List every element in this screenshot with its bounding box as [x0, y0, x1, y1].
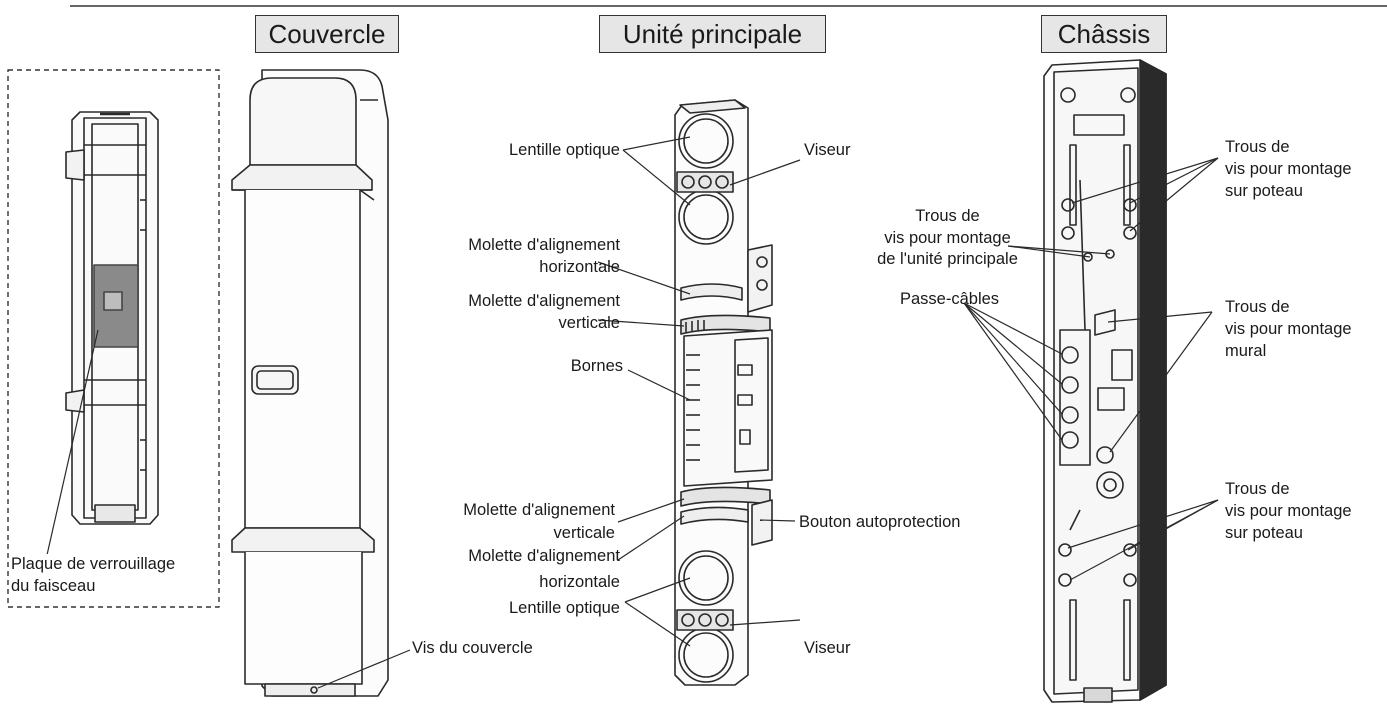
- beam-plate-inset: [7, 69, 220, 608]
- label-beam-plate-1: Plaque de verrouillage: [11, 554, 176, 575]
- label-pole-holes-bottom-3: sur poteau: [1225, 524, 1303, 542]
- label-viewfinder-bottom: Viseur: [804, 639, 851, 657]
- chassis-device: [963, 59, 1219, 703]
- label-main-unit-holes-1: Trous de: [915, 207, 980, 225]
- main-unit-leaders: [597, 136, 801, 647]
- cover-title: Couvercle: [255, 15, 399, 53]
- label-h-align-top-1: Molette d'alignement: [468, 236, 620, 254]
- label-h-align-bottom-2: horizontale: [539, 573, 620, 591]
- leader-cover-screw: [317, 649, 411, 689]
- label-main-unit-holes-2: vis pour montage: [884, 229, 1011, 247]
- bottom-lens-1: [678, 550, 734, 606]
- label-optical-lens-bottom: Lentille optique: [508, 599, 620, 617]
- label-terminals: Bornes: [570, 357, 623, 375]
- label-viewfinder-top: Viseur: [804, 141, 851, 159]
- chassis-title: Châssis: [1041, 15, 1167, 53]
- main-unit-title: Unité principale: [599, 15, 826, 53]
- cover-window: [251, 365, 299, 395]
- main-unit-device: [597, 99, 801, 686]
- label-optical-lens-top: Lentille optique: [508, 141, 620, 159]
- label-pole-holes-bottom-2: vis pour montage: [1225, 502, 1352, 520]
- cover-screw: [310, 686, 318, 694]
- top-lens-1: [678, 113, 734, 169]
- label-wall-holes-3: mural: [1225, 342, 1267, 360]
- label-pole-holes-top-3: sur poteau: [1225, 182, 1303, 200]
- label-beam-plate-2: du faisceau: [11, 577, 96, 595]
- label-h-align-bottom-1: Molette d'alignement: [468, 547, 620, 565]
- label-cover-screw: Vis du couvercle: [412, 639, 533, 657]
- label-tamper-button: Bouton autoprotection: [799, 513, 961, 531]
- label-pole-holes-top-1: Trous de: [1225, 138, 1290, 156]
- leader-beam-plate: [46, 329, 99, 556]
- label-v-align-bottom-2: verticale: [553, 524, 615, 542]
- label-cable-glands: Passe-câbles: [900, 290, 1000, 308]
- label-wall-holes-2: vis pour montage: [1225, 320, 1352, 338]
- label-v-align-top-2: verticale: [558, 314, 620, 332]
- label-wall-holes-1: Trous de: [1225, 298, 1290, 316]
- label-pole-holes-top-2: vis pour montage: [1225, 160, 1352, 178]
- label-h-align-top-2: horizontale: [539, 258, 620, 276]
- inset-dashed-frame: [7, 69, 220, 608]
- label-main-unit-holes-3: de l'unité principale: [877, 250, 1018, 268]
- chassis-leaders: [963, 157, 1219, 581]
- label-v-align-top-1: Molette d'alignement: [468, 292, 620, 310]
- cover-device: [231, 69, 411, 697]
- inset-device: [65, 111, 159, 525]
- label-v-align-bottom-1: Molette d'alignement: [463, 501, 615, 519]
- label-pole-holes-bottom-1: Trous de: [1225, 480, 1290, 498]
